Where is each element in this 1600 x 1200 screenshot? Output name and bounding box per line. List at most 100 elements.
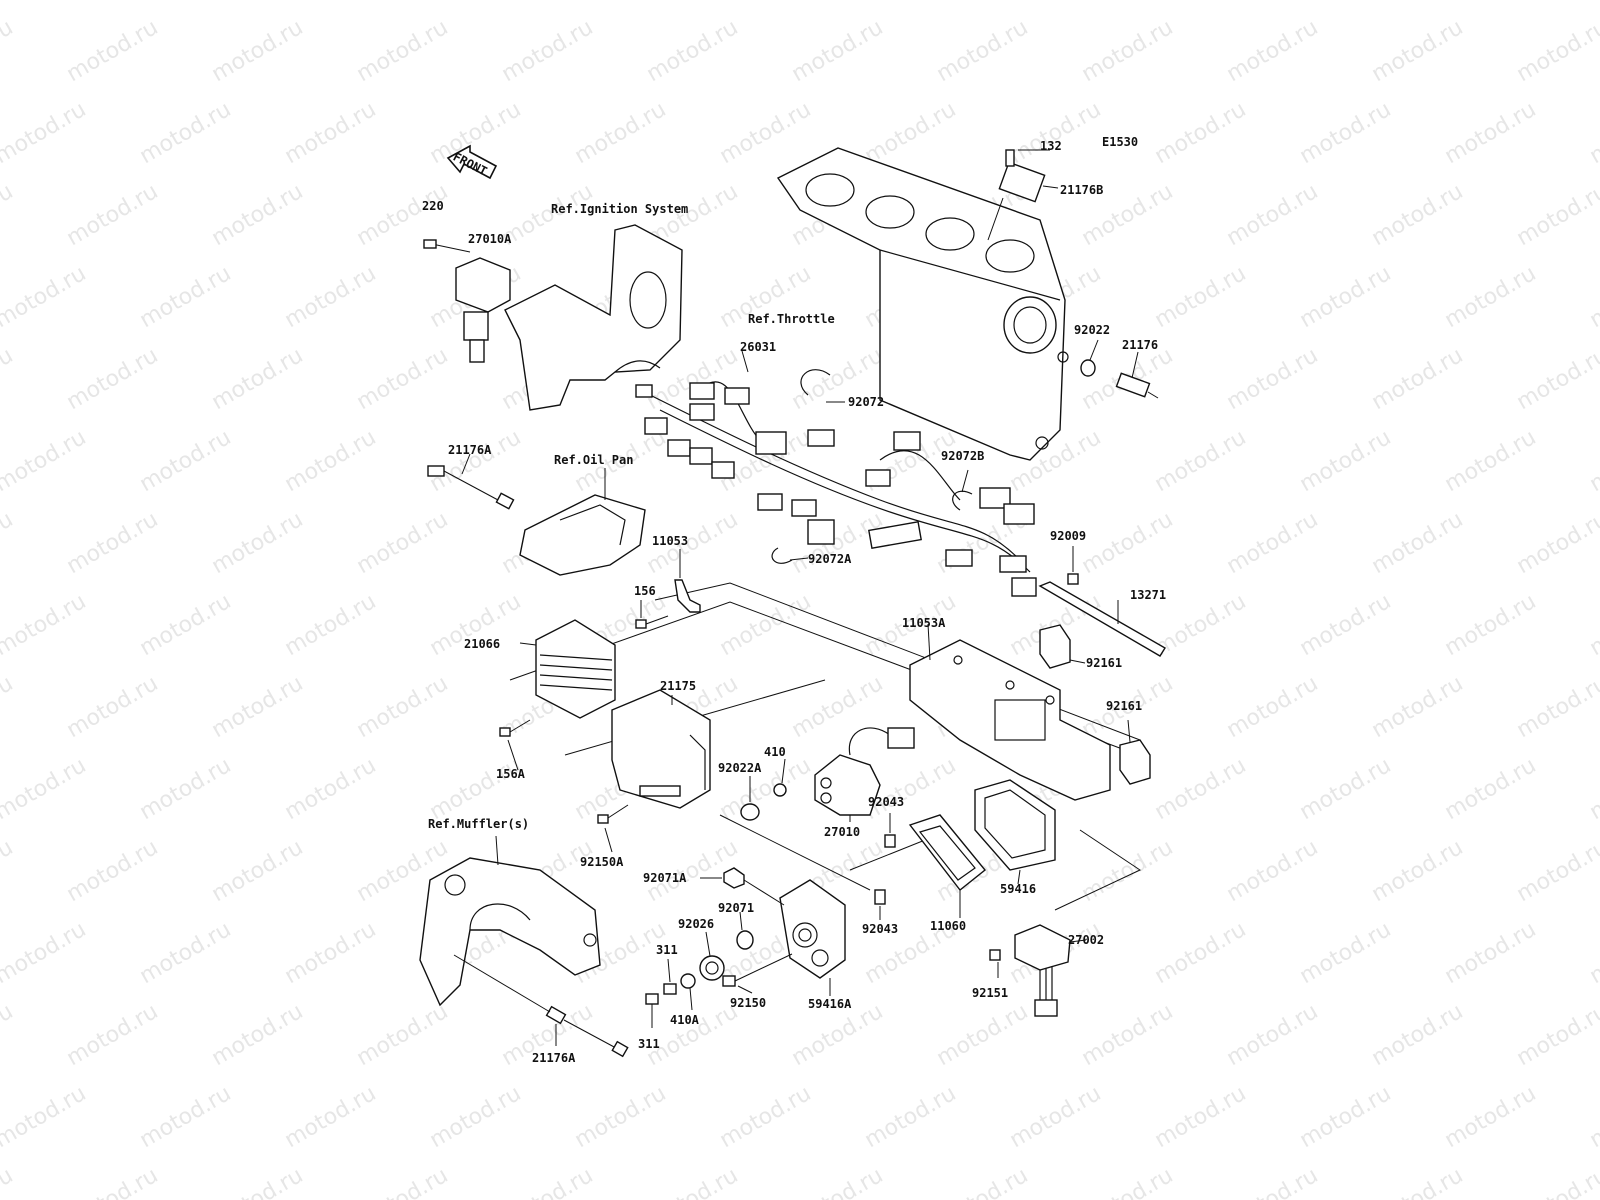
- watermark-text: motod.ru: [1368, 999, 1468, 1071]
- relay-27002: [1014, 924, 1071, 1017]
- cap-92071a: [723, 867, 745, 889]
- part-label-156: 156: [634, 584, 656, 598]
- ref-mufflers: Ref.Muffler(s): [428, 817, 529, 831]
- watermark-text: motod.ru: [0, 261, 90, 333]
- watermark-text: motod.ru: [1151, 97, 1251, 169]
- watermark-text: motod.ru: [1513, 15, 1600, 87]
- watermark-text: motod.ru: [1296, 261, 1396, 333]
- watermark-text: motod.ru: [1151, 917, 1251, 989]
- cover-59416: [974, 779, 1056, 871]
- watermark-text: motod.ru: [136, 0, 236, 5]
- watermark-text: motod.ru: [1296, 0, 1396, 5]
- washer-410: [773, 783, 787, 797]
- sensor-21176a-upper: [427, 465, 515, 510]
- watermark-text: motod.ru: [1513, 179, 1600, 251]
- part-label-27002: 27002: [1068, 933, 1104, 947]
- collar-92043-upper: [884, 834, 896, 848]
- ecu-21175: [611, 689, 711, 809]
- plate-13271: [1038, 581, 1166, 657]
- watermark-text: motod.ru: [281, 0, 381, 5]
- part-label-27010a: 27010A: [468, 232, 512, 246]
- watermark-text: motod.ru: [1223, 671, 1323, 743]
- watermark-text: motod.ru: [1296, 589, 1396, 661]
- part-label-92072b: 92072B: [941, 449, 984, 463]
- watermark-text: motod.ru: [63, 179, 163, 251]
- regulator-21066: [535, 619, 616, 719]
- watermark-text: motod.ru: [1006, 97, 1106, 169]
- part-label-92022a: 92022A: [718, 761, 762, 775]
- part-label-92009: 92009: [1050, 529, 1086, 543]
- watermark-text: motod.ru: [1368, 835, 1468, 907]
- part-label-92043: 92043: [862, 922, 898, 936]
- part-label-92151: 92151: [972, 986, 1008, 1000]
- watermark-text: motod.ru: [1078, 15, 1178, 87]
- watermark-text: motod.ru: [1151, 1081, 1251, 1153]
- watermark-text: motod.ru: [1151, 425, 1251, 497]
- bolt-92151: [989, 949, 1001, 961]
- watermark-text: motod.ru: [1441, 753, 1541, 825]
- watermark-text: motod.ru: [861, 0, 961, 5]
- watermark-text: motod.ru: [0, 999, 17, 1071]
- watermark-text: motod.ru: [1441, 1081, 1541, 1153]
- watermark-text: motod.ru: [1368, 507, 1468, 579]
- watermark-text: motod.ru: [1296, 917, 1396, 989]
- watermark-text: motod.ru: [281, 97, 381, 169]
- nut-311-lower: [645, 993, 659, 1005]
- watermark-text: motod.ru: [353, 671, 453, 743]
- watermark-text: motod.ru: [1586, 0, 1600, 5]
- part-label-92071: 92071: [718, 901, 754, 915]
- watermark-text: motod.ru: [281, 753, 381, 825]
- watermark-text: motod.ru: [1296, 97, 1396, 169]
- watermark-text: motod.ru: [208, 15, 308, 87]
- part-label-21176a: 21176A: [532, 1051, 576, 1065]
- watermark-text: motod.ru: [1368, 15, 1468, 87]
- watermark-text: motod.ru: [136, 1081, 236, 1153]
- watermark-text: motod.ru: [136, 917, 236, 989]
- nut-311-upper: [663, 983, 677, 995]
- watermark-text: motod.ru: [353, 343, 453, 415]
- part-label-311: 311: [638, 1037, 660, 1051]
- watermark-text: motod.ru: [136, 425, 236, 497]
- clamp-92072b: [952, 490, 973, 511]
- watermark-text: motod.ru: [63, 343, 163, 415]
- bolt-92009: [1067, 573, 1079, 585]
- watermark-text: motod.ru: [1296, 1081, 1396, 1153]
- part-label-311: 311: [656, 943, 678, 957]
- watermark-text: motod.ru: [426, 1081, 526, 1153]
- clamp-92072: [800, 369, 831, 396]
- part-label-13271: 13271: [1130, 588, 1166, 602]
- watermark-text: motod.ru: [1151, 753, 1251, 825]
- watermark-text: motod.ru: [426, 425, 526, 497]
- part-label-92072: 92072: [848, 395, 884, 409]
- watermark-text: motod.ru: [63, 15, 163, 87]
- muffler: [419, 835, 601, 1007]
- watermark-text: motod.ru: [1513, 507, 1600, 579]
- part-labels: 13221176B22027010A2603192072920222117621…: [422, 139, 1166, 1065]
- watermark-text: motod.ru: [281, 589, 381, 661]
- watermark-text: motod.ru: [1078, 835, 1178, 907]
- watermark-text: motod.ru: [0, 343, 17, 415]
- clamp-92072a: [771, 547, 793, 564]
- watermark-text: motod.ru: [0, 671, 17, 743]
- watermark-text: motod.ru: [933, 1163, 1033, 1200]
- watermark-text: motod.ru: [0, 15, 17, 87]
- bracket-ignition: [504, 224, 683, 411]
- part-label-410a: 410A: [670, 1013, 700, 1027]
- part-label-21175: 21175: [660, 679, 696, 693]
- watermark-text: motod.ru: [0, 589, 90, 661]
- watermark-text: motod.ru: [716, 97, 816, 169]
- watermark-text: motod.ru: [281, 425, 381, 497]
- part-label-92022: 92022: [1074, 323, 1110, 337]
- rubber-92161-a: [1039, 624, 1071, 669]
- part-label-59416: 59416: [1000, 882, 1036, 896]
- part-label-92072a: 92072A: [808, 552, 852, 566]
- watermark-text: motod.ru: [281, 917, 381, 989]
- watermark-text: motod.ru: [281, 261, 381, 333]
- watermark-text: motod.ru: [1006, 1081, 1106, 1153]
- part-label-27010: 27010: [824, 825, 860, 839]
- watermark-text: motod.ru: [1441, 589, 1541, 661]
- watermark-text: motod.ru: [1006, 0, 1106, 5]
- watermark-text: motod.ru: [1513, 999, 1600, 1071]
- watermark-text: motod.ru: [1223, 835, 1323, 907]
